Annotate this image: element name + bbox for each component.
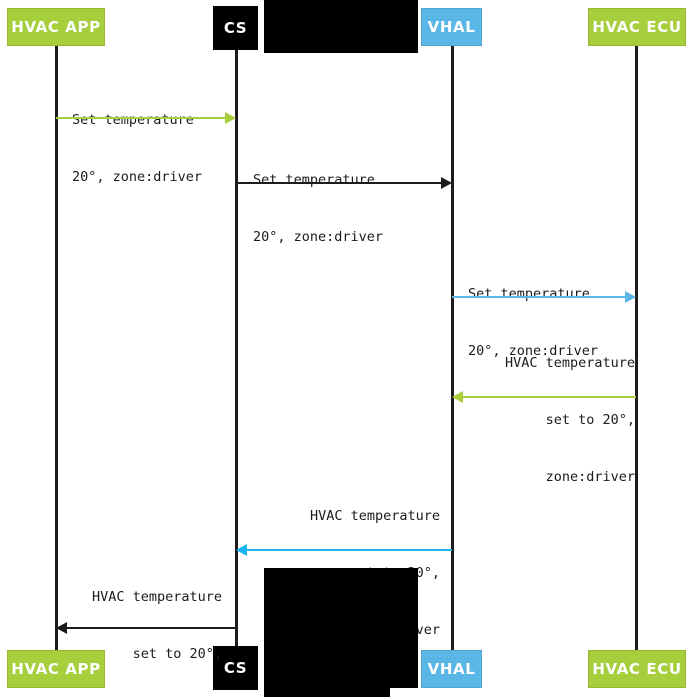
participant-label: HVAC APP xyxy=(11,18,101,36)
arrowhead-right-icon xyxy=(625,291,636,303)
participant-label: HVAC ECU xyxy=(592,660,682,678)
message-arrow-line xyxy=(458,396,636,398)
participant-label: CS xyxy=(223,659,248,677)
lifeline-vhal xyxy=(451,46,454,650)
message-label-line: set to 20°, xyxy=(132,646,222,662)
message-label-line: HVAC temperature xyxy=(91,589,222,605)
occluder-block-top xyxy=(264,0,418,53)
message-arrow-line xyxy=(236,182,442,184)
message-label-line: set to 20°, xyxy=(545,412,635,428)
participant-footer-hvac-app[interactable]: HVAC APP xyxy=(7,650,105,688)
participant-header-vhal[interactable]: VHAL xyxy=(421,8,482,46)
participant-label: CS xyxy=(223,19,248,37)
message-label-line: Set temperature xyxy=(253,172,375,188)
lifeline-hvac-ecu xyxy=(635,46,638,650)
message-label-line: 20°, zone:driver xyxy=(468,343,599,359)
arrowhead-left-icon xyxy=(236,544,247,556)
message-label-line: 20°, zone:driver xyxy=(72,169,203,185)
participant-footer-vhal[interactable]: VHAL xyxy=(421,650,482,688)
message-arrow-line xyxy=(62,627,236,629)
lifeline-cs xyxy=(235,46,238,650)
message-label-line: HVAC temperature xyxy=(309,508,440,524)
lifeline-hvac-app xyxy=(55,46,58,650)
participant-label: HVAC ECU xyxy=(592,18,682,36)
message-arrow-line xyxy=(452,296,626,298)
participant-label: VHAL xyxy=(427,18,476,36)
arrowhead-left-icon xyxy=(56,622,67,634)
message-label-line: HVAC temperature xyxy=(504,355,635,371)
arrowhead-left-icon xyxy=(452,391,463,403)
arrowhead-right-icon xyxy=(441,177,452,189)
participant-header-hvac-ecu[interactable]: HVAC ECU xyxy=(588,8,686,46)
message-label: HVAC temperature set to 20°, zone:driver xyxy=(64,550,222,697)
message-label-line: zone:driver xyxy=(545,469,635,485)
arrowhead-right-icon xyxy=(225,112,236,124)
participant-footer-cs[interactable]: CS xyxy=(213,646,258,690)
message-label: Set temperature 20°, zone:driver xyxy=(253,133,443,285)
message-arrow-line xyxy=(242,549,452,551)
participant-header-hvac-app[interactable]: HVAC APP xyxy=(7,8,105,46)
occluder-block-bottom xyxy=(264,568,418,688)
message-label: Set temperature 20°, zone:driver xyxy=(72,73,242,225)
participant-label: VHAL xyxy=(427,660,476,678)
participant-header-cs[interactable]: CS xyxy=(213,6,258,50)
message-label-line: Set temperature xyxy=(468,286,590,302)
occluder-block-bottom-tail xyxy=(264,688,390,697)
message-label: HVAC temperature set to 20°, zone:driver xyxy=(455,316,635,525)
message-label: Set temperature 20°, zone:driver xyxy=(468,247,643,399)
message-label-line: Set temperature xyxy=(72,112,194,128)
message-label-line: 20°, zone:driver xyxy=(253,229,384,245)
message-arrow-line xyxy=(56,117,226,119)
participant-label: HVAC APP xyxy=(11,660,101,678)
participant-footer-hvac-ecu[interactable]: HVAC ECU xyxy=(588,650,686,688)
